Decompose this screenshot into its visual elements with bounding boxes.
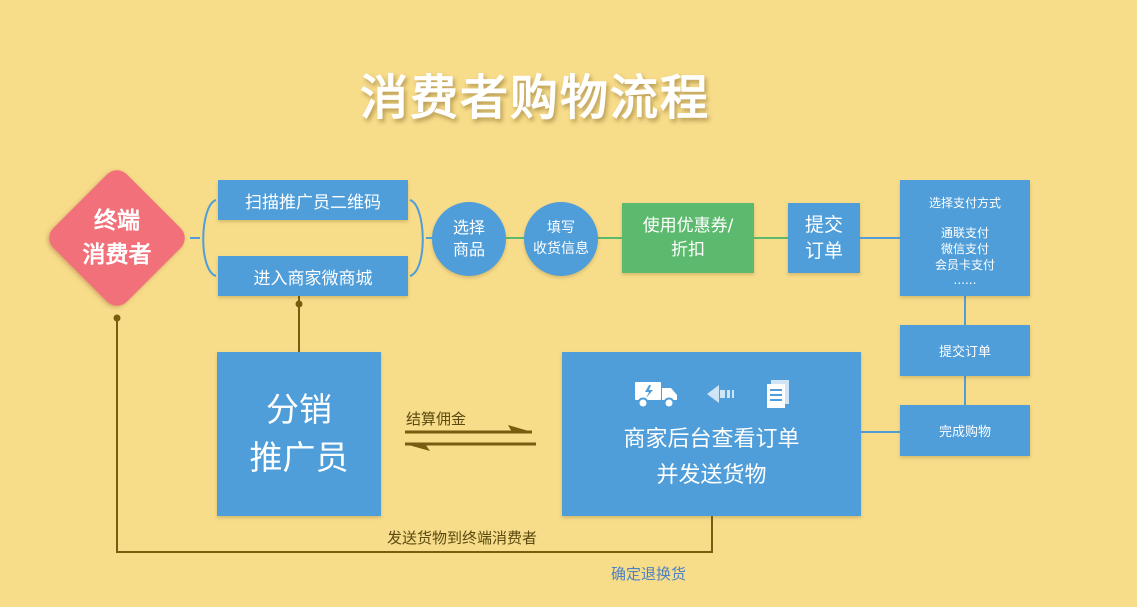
arrow-left-icon — [706, 385, 734, 403]
merchant-icons — [633, 378, 791, 410]
document-icon — [766, 380, 789, 408]
payment-method: 通联支付 — [940, 226, 989, 240]
complete-label: 完成购物 — [938, 425, 991, 440]
coupon-label: 使用优惠券/ 折扣 — [642, 216, 734, 260]
scan-qr-box: 扫描推广员二维码 — [218, 180, 408, 220]
consumer-label: 终端 消费者 — [82, 208, 152, 268]
payment-method: 会员卡支付 — [934, 258, 995, 272]
merchant-label: 商家后台查看订单 并发送货物 — [623, 427, 800, 488]
submit-order-step-label: 提交 订单 — [804, 214, 843, 262]
enter-mall-box: 进入商家微商城 — [218, 256, 408, 296]
submit-order-label: 提交订单 — [938, 345, 991, 360]
payment-box: 选择支付方式 通联支付 微信支付 会员卡支付 ...... — [900, 180, 1030, 296]
submit-order-step: 提交 订单 — [788, 203, 860, 273]
distributor-box: 分销 推广员 — [217, 352, 381, 516]
complete-box: 完成购物 — [900, 405, 1030, 456]
scan-qr-label: 扫描推广员二维码 — [245, 192, 381, 213]
delivery-truck-icon — [634, 382, 677, 409]
page-title: 消费者购物流程 — [360, 70, 711, 126]
consumer-node: 终端 消费者 — [43, 164, 191, 312]
submit-order-box: 提交订单 — [900, 325, 1030, 376]
coupon-box: 使用优惠券/ 折扣 — [622, 203, 754, 273]
fill-address-node: 填写 收货信息 — [524, 202, 598, 276]
commission-label: 结算佣金 — [406, 410, 467, 428]
fill-address-label: 填写 收货信息 — [533, 220, 589, 257]
merchant-box: 商家后台查看订单 并发送货物 — [562, 352, 861, 516]
distributor-label: 分销 推广员 — [249, 390, 349, 477]
payment-method: 微信支付 — [940, 242, 989, 256]
enter-mall-label: 进入商家微商城 — [253, 268, 373, 289]
commission-arrows — [405, 425, 536, 451]
confirm-return-label: 确定退换货 — [611, 565, 687, 583]
payment-title: 选择支付方式 — [928, 196, 1001, 210]
ship-label: 发送货物到终端消费者 — [387, 529, 538, 547]
payment-method: ...... — [953, 273, 977, 287]
select-goods-node: 选择 商品 — [432, 202, 506, 276]
select-goods-label: 选择 商品 — [452, 218, 485, 259]
entry-bracket-left — [202, 199, 217, 277]
entry-bracket-right — [409, 199, 424, 277]
